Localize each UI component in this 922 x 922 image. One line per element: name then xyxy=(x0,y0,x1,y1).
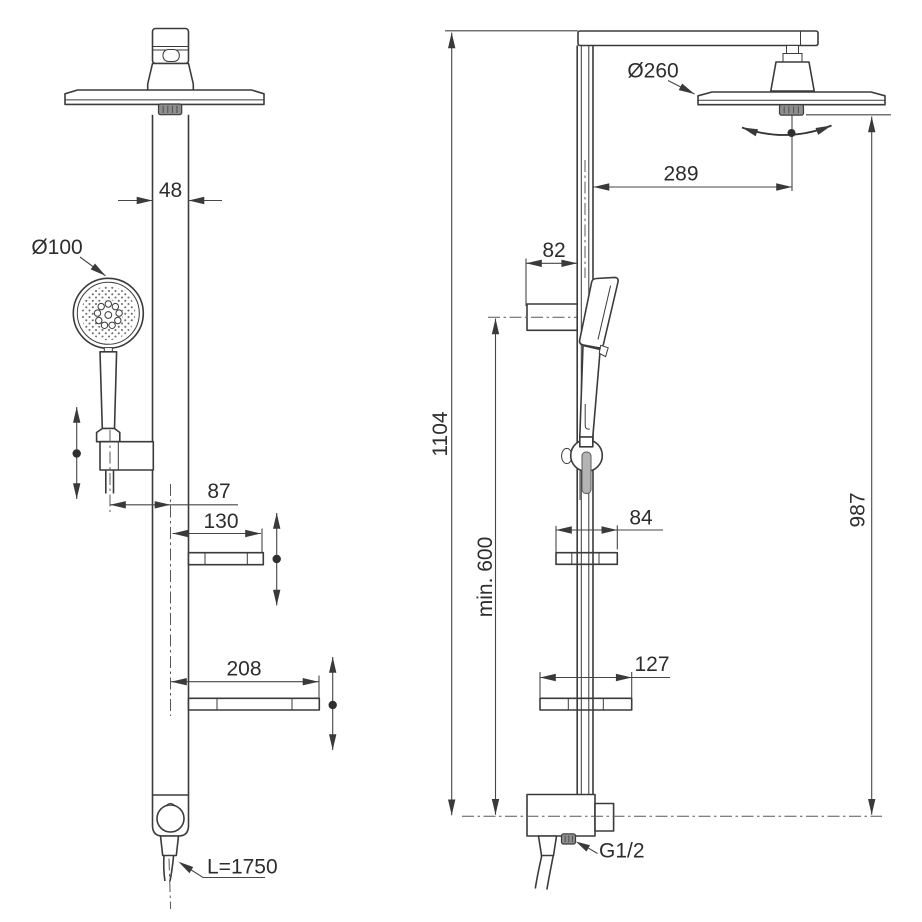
dim-label-head-offset: 289 xyxy=(663,163,698,186)
hose-connector-front xyxy=(159,835,180,857)
dim-label-min-mount-height: min. 600 xyxy=(474,537,497,618)
hose-connector-side xyxy=(537,835,558,857)
dim-label-head-diameter: Ø260 xyxy=(627,60,678,83)
dim-upper-shelf-width: 130 xyxy=(172,510,263,553)
dim-hose-length: L=1750 xyxy=(178,856,278,879)
dim-label-lower-shelf-depth: 127 xyxy=(634,653,669,676)
dim-lower-shelf-depth: 127 xyxy=(539,653,670,698)
dim-upper-shelf-depth: 84 xyxy=(555,507,663,552)
dim-label-hose-length: L=1750 xyxy=(207,856,278,879)
head-tilt-arrow xyxy=(741,115,832,191)
dim-label-hand-shower-diameter: Ø100 xyxy=(31,236,82,259)
front-view: 48 Ø100 xyxy=(31,27,337,910)
lower-shelf-side xyxy=(539,697,633,711)
dim-lower-shelf-width: 208 xyxy=(170,658,320,698)
lower-shelf-front xyxy=(187,697,321,711)
dim-label-connection-thread: G1/2 xyxy=(599,840,645,863)
hand-shower-front xyxy=(72,277,155,512)
dim-label-upper-shelf-depth: 84 xyxy=(629,507,653,530)
shower-hose-front xyxy=(162,855,166,882)
hand-shower-handle-front xyxy=(99,350,118,430)
overhead-shower-head-side xyxy=(697,91,886,116)
dim-label-upper-shelf-width: 130 xyxy=(203,510,238,533)
dim-min-mount-height: min. 600 xyxy=(474,318,500,815)
shower-hose-side xyxy=(534,855,543,889)
overhead-nozzle-front xyxy=(157,103,183,116)
wall-outlet-valve-side xyxy=(526,793,615,890)
height-adjust-arrow-lower-shelf xyxy=(328,656,337,751)
hand-shower-side xyxy=(561,276,619,500)
dim-label-hand-shower-offset: 87 xyxy=(207,480,230,503)
overhead-nozzle-side xyxy=(778,104,805,116)
height-adjust-arrow-upper-shelf xyxy=(272,512,281,606)
top-arm-side xyxy=(577,30,819,47)
spray-nozzle-ring xyxy=(93,300,123,329)
overhead-shower-head-front xyxy=(64,89,265,116)
height-adjust-arrow-hand-shower xyxy=(72,406,81,500)
diverter-valve-front xyxy=(151,794,190,910)
dim-head-drop-height: 987 xyxy=(806,114,891,815)
side-view: Ø260 289 82 xyxy=(429,30,891,890)
overhead-shower-cone-front xyxy=(146,62,195,92)
overhead-shower-cone-side xyxy=(769,61,816,92)
dim-head-diameter: Ø260 xyxy=(627,60,695,95)
dim-pipe-width: 48 xyxy=(118,179,222,205)
dim-label-pipe-width: 48 xyxy=(159,179,182,202)
dim-connection-thread: G1/2 xyxy=(575,840,645,863)
handle-end-cap-front xyxy=(95,427,121,443)
dim-label-bracket-depth: 82 xyxy=(542,239,565,262)
hand-shower-holder-front xyxy=(99,440,155,471)
hose-clip-side xyxy=(598,344,609,358)
valve-outlet-side xyxy=(594,802,615,832)
dim-label-total-height: 1104 xyxy=(429,411,452,456)
dim-hand-shower-diameter: Ø100 xyxy=(31,236,106,277)
ceiling-mount xyxy=(151,27,190,65)
dim-head-offset: 289 xyxy=(593,163,793,191)
wall-bracket-side xyxy=(488,303,579,332)
dim-label-head-drop-height: 987 xyxy=(847,492,870,527)
upper-shelf-side xyxy=(555,551,619,566)
handle-end-cap-side xyxy=(578,436,594,448)
upper-shelf-front xyxy=(187,551,265,566)
dim-bracket-depth: 82 xyxy=(525,239,578,306)
hose-in-holder xyxy=(581,451,592,494)
dim-label-lower-shelf-width: 208 xyxy=(226,658,261,681)
dim-total-height: 1104 xyxy=(429,32,456,816)
dim-hand-shower-offset: 87 xyxy=(109,480,238,509)
diverter-knob xyxy=(156,804,185,833)
